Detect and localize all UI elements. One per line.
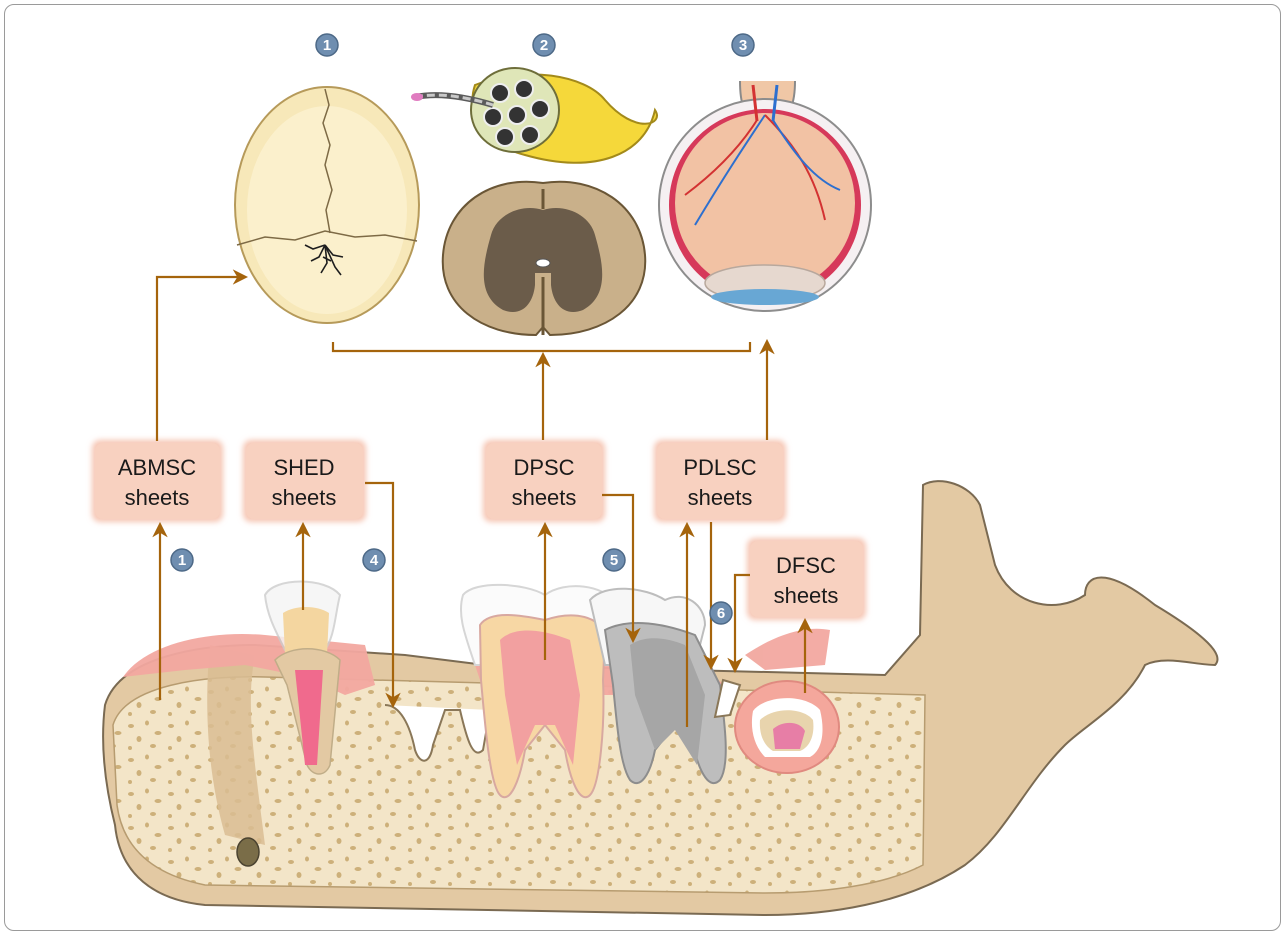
marker-3: 3 [732,34,754,56]
marker-1-top: 1 [316,34,338,56]
abmsc-sheets-label: sheets [125,485,190,510]
dpsc-box: DPSC sheets [483,440,605,522]
spinal-cord-illustration [443,182,646,335]
marker-6-text: 6 [717,605,725,622]
dfsc-label: DFSC [776,553,836,578]
arrow-abmsc-to-skull [157,277,245,441]
nerve-illustration [411,68,657,163]
dpsc-sheets-label: sheets [512,485,577,510]
abmsc-label: ABMSC [118,455,196,480]
diagram-canvas: ABMSC sheets SHED sheets DPSC sheets PDL… [5,5,1281,931]
marker-4-text: 4 [370,552,379,569]
marker-1-lower: 1 [171,549,193,571]
dfsc-box: DFSC sheets [747,538,866,620]
pdlsc-box: PDLSC sheets [654,440,786,522]
skull-illustration [235,87,419,323]
pdlsc-label: PDLSC [683,455,756,480]
dpsc-label: DPSC [513,455,574,480]
shed-box: SHED sheets [243,440,366,522]
abmsc-box: ABMSC sheets [92,440,223,522]
marker-2-text: 2 [540,37,548,54]
tooth-follicle [735,681,839,773]
marker-1-top-text: 1 [323,37,331,54]
marker-6: 6 [710,602,732,624]
mental-foramen [237,838,259,866]
dfsc-sheets-label: sheets [774,583,839,608]
shed-label: SHED [273,455,334,480]
organ-bracket [333,342,750,351]
eye-illustration [659,81,871,311]
marker-2: 2 [533,34,555,56]
marker-5: 5 [603,549,625,571]
marker-4: 4 [363,549,385,571]
marker-1-lower-text: 1 [178,552,186,569]
pdlsc-sheets-label: sheets [688,485,753,510]
shed-sheets-label: sheets [272,485,337,510]
marker-5-text: 5 [610,552,618,569]
figure-frame: ABMSC sheets SHED sheets DPSC sheets PDL… [4,4,1281,931]
marker-3-text: 3 [739,37,747,54]
